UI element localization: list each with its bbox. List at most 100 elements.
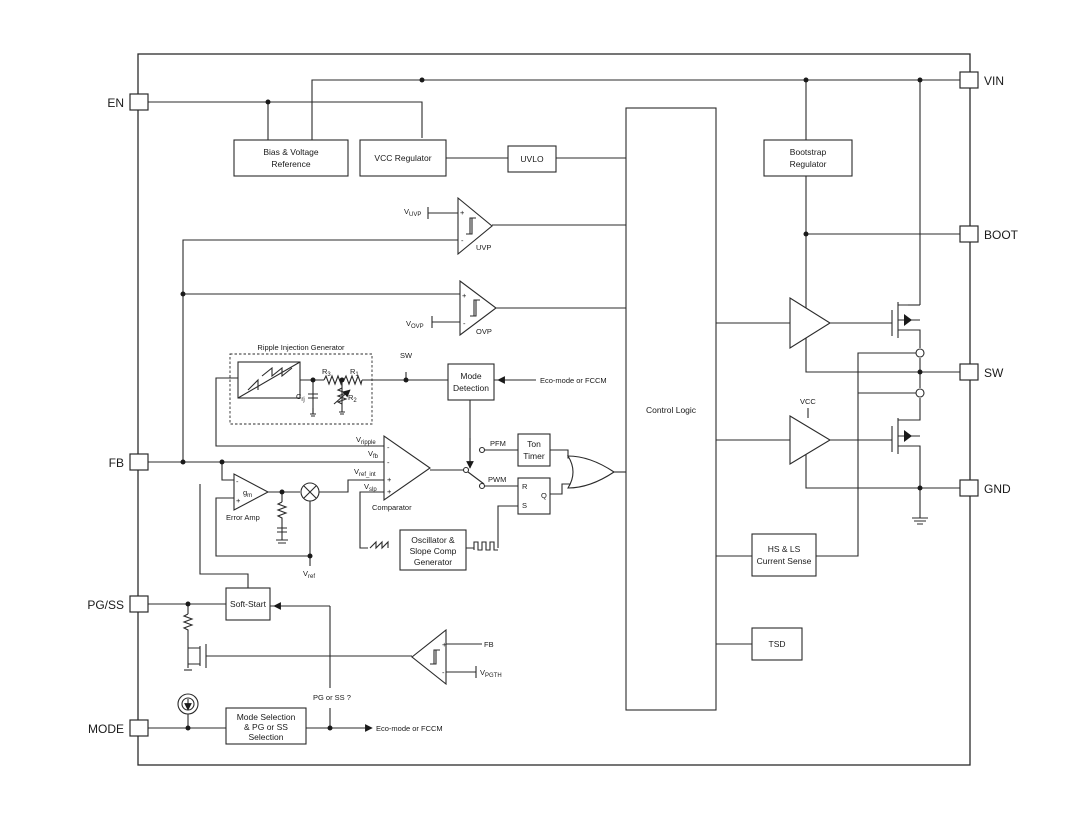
comp-minus-1: -: [387, 443, 390, 452]
junction-dots: [180, 77, 923, 731]
ic-outline: [137, 53, 971, 766]
r2-label: R2: [348, 393, 357, 404]
bootstrap-regulator-block: [763, 139, 853, 177]
pin-sw: [959, 363, 979, 381]
pwm-label: PWM: [488, 475, 506, 484]
pin-boot: [959, 225, 979, 243]
comp-capacitor: [277, 527, 287, 533]
ton-timer-block: [517, 433, 551, 467]
pulse-glyph: [473, 541, 498, 551]
rs-latch-block: [517, 477, 551, 515]
eco-top-label: Eco-mode or FCCM: [540, 376, 607, 385]
control-logic-label: Control Logic: [646, 405, 697, 415]
bias-voltage-reference-block: [233, 139, 349, 177]
comp-resistor: [276, 501, 288, 520]
tsd-label: TSD: [769, 639, 786, 649]
r2-resistor: [336, 387, 348, 405]
uvp-hysteresis-glyph: [466, 217, 476, 235]
ton-timer-label-2: Timer: [523, 451, 545, 461]
pg-minus: -: [442, 668, 445, 677]
osc-label-3: Generator: [414, 557, 452, 567]
oscillator-slope-comp-block: [399, 529, 467, 571]
sw-sense-node-top: [915, 348, 925, 358]
r1-resistor: [343, 374, 363, 386]
pg-plus: +: [442, 640, 447, 649]
bias-label-2: Reference: [271, 159, 310, 169]
current-sense-label-2: Current Sense: [757, 556, 812, 566]
tsd-block: [751, 627, 803, 661]
pin-boot-label: BOOT: [984, 228, 1019, 242]
pg-fb-label: FB: [484, 640, 494, 649]
ripple-injection-title: Ripple Injection Generator: [257, 343, 345, 352]
error-amp: [233, 473, 270, 511]
vslp-label: Vslp: [364, 482, 377, 493]
current-sense-label-1: HS & LS: [768, 544, 801, 554]
uvlo-block: [507, 145, 557, 173]
ovp-minus: -: [463, 319, 466, 328]
ovp-plus: +: [462, 291, 467, 300]
bias-label-1: Bias & Voltage: [263, 147, 319, 157]
pin-mode-label: MODE: [88, 722, 124, 736]
vrefint-label: Vref_int: [354, 467, 376, 478]
comp-minus-2: -: [387, 458, 390, 467]
soft-start-block: [225, 587, 271, 621]
control-logic-block: [625, 107, 717, 711]
pwm-contact: [478, 482, 486, 490]
ovp-comparator: [459, 279, 497, 337]
pin-en-label: EN: [107, 96, 124, 110]
uvp-minus: -: [461, 236, 464, 245]
ls-gate-driver: [789, 415, 832, 465]
pin-en: [129, 93, 149, 111]
error-amp-minus: -: [236, 477, 239, 486]
bootstrap-label-1: Bootstrap: [790, 147, 827, 157]
vovp-label: VOVP: [406, 319, 424, 330]
or-gate: [567, 455, 615, 489]
c-label: Crj: [296, 392, 305, 403]
summing-cross: [303, 485, 317, 499]
uvp-plus: +: [460, 208, 465, 217]
r3-label: R3: [322, 367, 331, 378]
sw-node-label: SW: [400, 351, 413, 360]
r2-wiper: [333, 389, 351, 405]
pin-gnd: [959, 479, 979, 497]
mode-selection-block: [225, 707, 307, 745]
vripple-label: Vripple: [356, 435, 376, 446]
ripple-source-glyph: [237, 361, 301, 399]
vcc-regulator-block: [359, 139, 447, 177]
gm-label: gm: [243, 488, 252, 499]
mode-detection-label-1: Mode: [460, 371, 482, 381]
pin-fb: [129, 453, 149, 471]
vuvp-label: VUVP: [404, 207, 421, 218]
vpgth-label: VPGTH: [480, 668, 502, 679]
error-amp-plus: +: [236, 496, 241, 505]
ls-fet: [891, 418, 920, 454]
pin-pgss-label: PG/SS: [87, 598, 124, 612]
vref-label: Vref: [303, 569, 315, 580]
comp-plus-2: +: [387, 487, 392, 496]
pin-gnd-label: GND: [984, 482, 1011, 496]
pg-or-ss-label: PG or SS ?: [313, 693, 351, 702]
pin-sw-label: SW: [984, 366, 1004, 380]
pin-fb-label: FB: [109, 456, 124, 470]
pin-vin-label: VIN: [984, 74, 1004, 88]
main-comparator: [383, 434, 431, 502]
comp-plus-1: +: [387, 475, 392, 484]
osc-label-1: Oscillator &: [411, 535, 455, 545]
ton-timer-label-1: Ton: [527, 439, 541, 449]
comparator-label: Comparator: [372, 503, 412, 512]
pfm-label: PFM: [490, 439, 506, 448]
uvp-comparator: [457, 196, 493, 256]
latch-q-label: Q: [541, 491, 547, 500]
r3-resistor: [323, 374, 343, 386]
pg-hysteresis-glyph: [430, 649, 440, 665]
sw-sense-node-bottom: [915, 388, 925, 398]
latch-s-label: S: [522, 501, 527, 510]
soft-start-label: Soft-Start: [230, 599, 267, 609]
pg-comparator: [411, 628, 447, 686]
r1-label: R1: [350, 367, 359, 378]
uvp-label: UVP: [476, 243, 491, 252]
hs-gate-driver: [789, 297, 832, 349]
current-sense-block: [751, 533, 817, 577]
mode-detection-label-2: Detection: [453, 383, 489, 393]
